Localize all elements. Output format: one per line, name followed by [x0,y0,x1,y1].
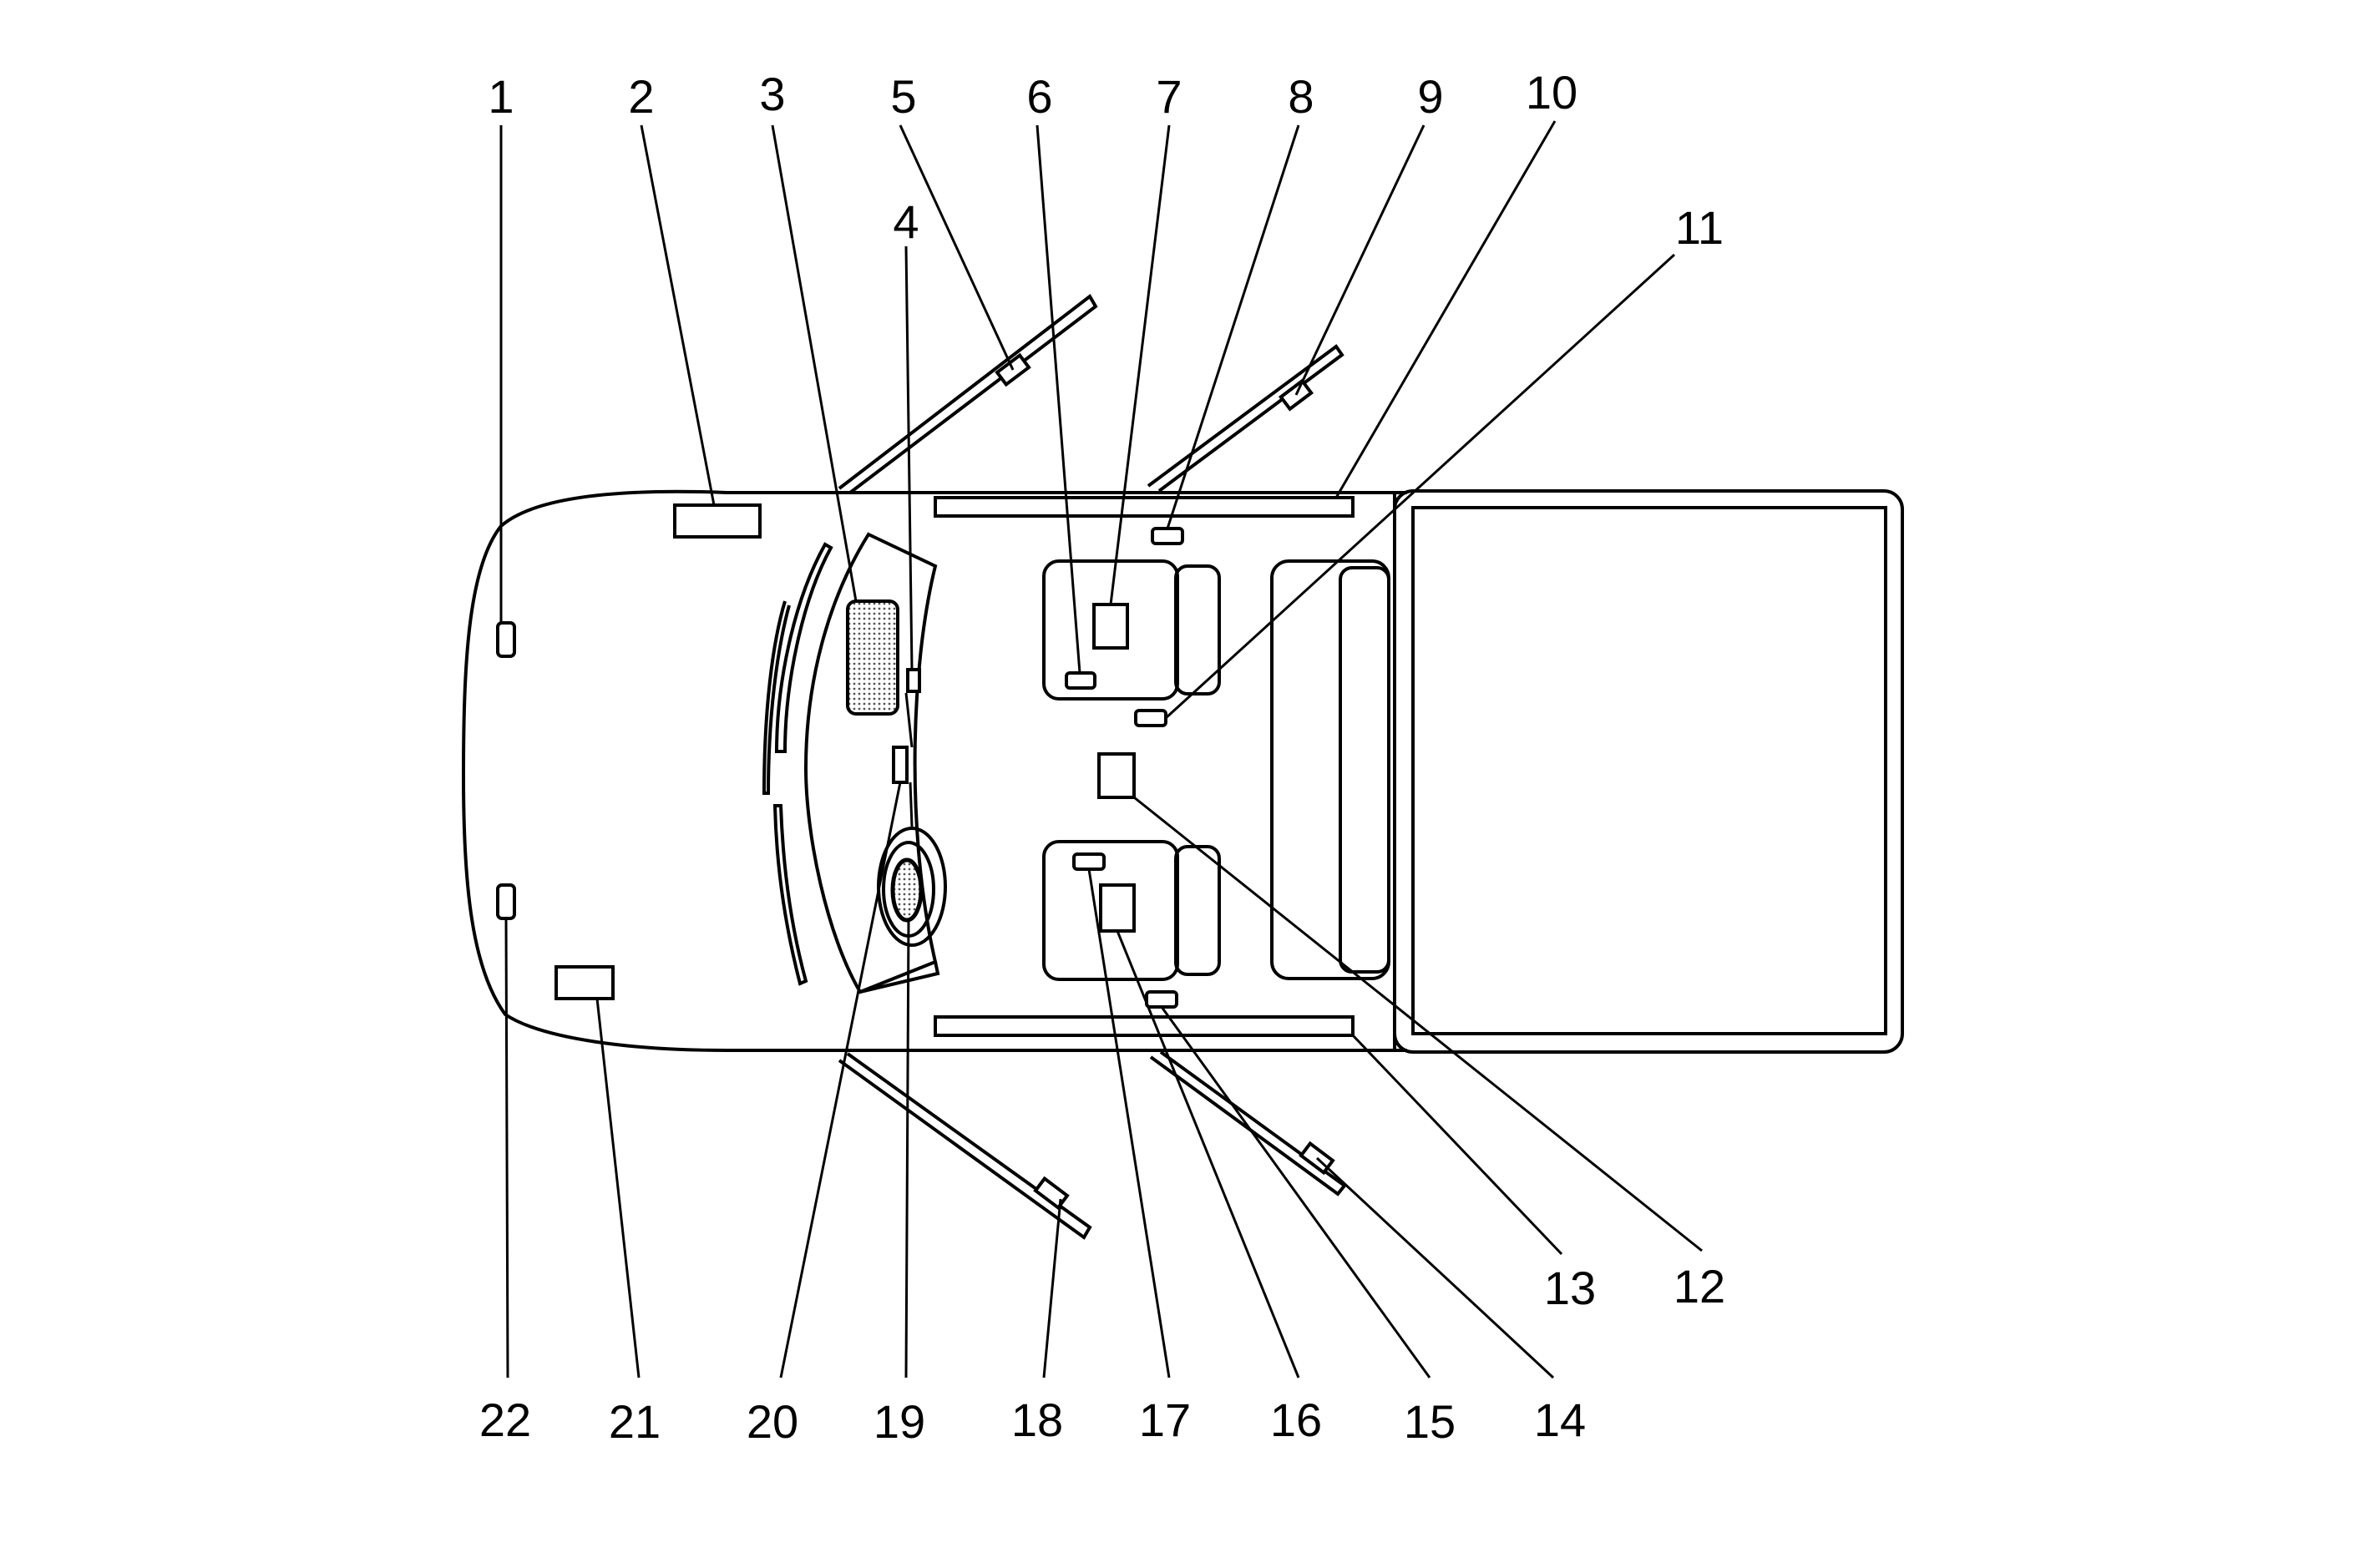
front-doors [838,294,1347,1240]
rear-seat [1270,559,1390,980]
leader-lines [499,120,1703,1379]
callout-19: 19 [874,1395,925,1448]
switch-4 [906,668,921,693]
callout-11: 11 [1675,201,1724,254]
dashboard [803,532,940,994]
front-sensor-right [496,883,516,920]
callout-8: 8 [1288,70,1314,123]
callout-labels: 1 2 3 5 6 7 8 9 10 4 11 13 12 22 21 20 1… [479,66,1725,1448]
callout-13: 13 [1544,1262,1596,1314]
windshield-wipers [762,542,833,986]
module-20 [892,746,909,784]
callout-16: 16 [1270,1394,1322,1446]
callout-9: 9 [1417,70,1443,123]
callout-21: 21 [609,1395,661,1448]
front-sensor-left [496,621,516,658]
module-2 [673,503,762,539]
driver-airbag [890,857,924,923]
sensor-11 [1134,709,1167,727]
passenger-airbag [846,599,899,716]
callout-1: 1 [488,70,514,123]
callout-2: 2 [628,70,654,123]
callout-12: 12 [1674,1260,1725,1313]
callout-22: 22 [479,1394,531,1446]
callout-15: 15 [1404,1395,1456,1448]
center-module-12 [1097,752,1136,799]
seat-sensor-6 [1065,671,1096,690]
seat-module-16 [1099,883,1136,933]
callout-4: 4 [893,195,919,248]
sensor-8 [1151,527,1184,545]
sensor-15 [1145,990,1178,1009]
callout-17: 17 [1139,1394,1191,1446]
callout-7: 7 [1156,70,1182,123]
callout-3: 3 [759,68,785,120]
callout-10: 10 [1526,66,1577,119]
components [496,352,1335,1211]
seat-module-7 [1092,603,1129,650]
callout-20: 20 [747,1395,798,1448]
seat-sensor-17 [1072,852,1106,871]
callout-14: 14 [1534,1394,1586,1446]
vehicle-body-outline [461,489,1904,1054]
door-sensor-18 [1033,1176,1070,1211]
callout-6: 6 [1026,70,1052,123]
callout-5: 5 [890,70,916,123]
module-21 [554,965,615,1000]
side-rails [934,496,1355,1037]
callout-18: 18 [1011,1394,1063,1446]
